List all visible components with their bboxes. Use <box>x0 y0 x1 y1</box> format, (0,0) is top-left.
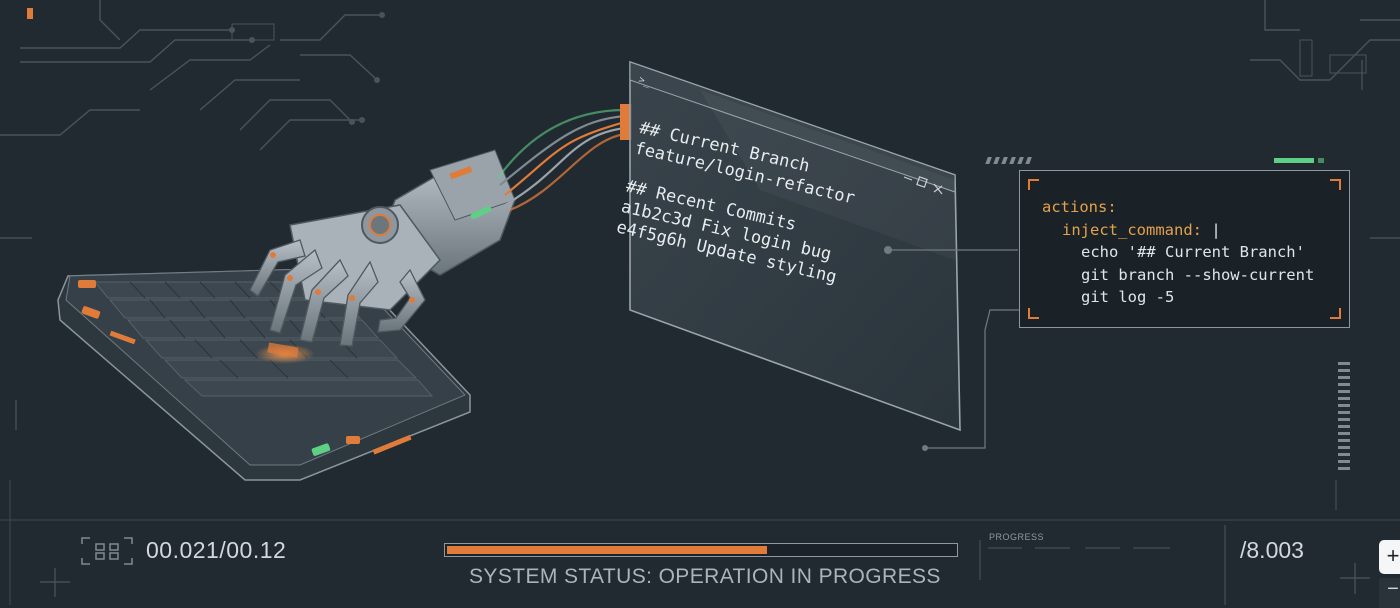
yaml-key-actions: actions: <box>1042 198 1117 216</box>
config-panel <box>1019 170 1350 328</box>
yaml-command: git log -5 <box>1081 288 1175 306</box>
robot-hand-illustration <box>249 149 516 347</box>
timer-readout: 00.021/00.12 <box>146 537 287 563</box>
zoom-in-button[interactable]: + <box>1379 540 1400 574</box>
progress-label: PROGRESS <box>989 532 1045 542</box>
config-code: actions:inject_command: |echo '## Curren… <box>1042 196 1314 309</box>
svg-text:>_: >_ <box>637 74 653 89</box>
frame-icon <box>81 537 133 565</box>
value-readout: /8.003 <box>1240 537 1304 563</box>
yaml-command: git branch --show-current <box>1081 265 1315 284</box>
accent-marker <box>27 8 33 19</box>
data-cables <box>497 108 626 212</box>
status-text: SYSTEM STATUS: OPERATION IN PROGRESS <box>469 565 941 588</box>
yaml-key-inject: inject_command: | <box>1042 219 1314 242</box>
yaml-key-inject-label: inject_command: <box>1062 220 1202 239</box>
yaml-command: echo '## Current Branch' <box>1081 243 1305 261</box>
zoom-out-button[interactable]: − <box>1379 578 1400 608</box>
circuit-traces <box>0 0 1400 151</box>
progress-bar-fill <box>447 546 767 554</box>
progress-bar <box>444 543 958 557</box>
yaml-pipe: | <box>1211 220 1221 239</box>
terminal-window: >_ <box>629 60 961 432</box>
